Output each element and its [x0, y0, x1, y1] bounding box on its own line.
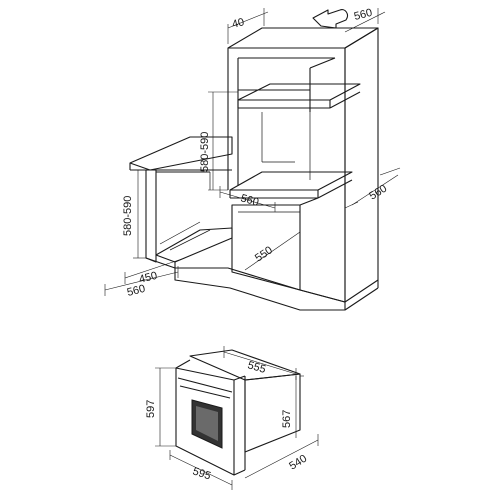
dim-tall-niche-height: 580-590	[199, 132, 211, 172]
dim-oven-body-depth: 540	[287, 453, 309, 473]
under-dimension-lines	[104, 169, 186, 296]
dim-under-cabinet-width: 560	[126, 283, 147, 299]
tall-upper-shelf	[237, 83, 361, 101]
dim-tall-depth-side: 560	[367, 183, 389, 203]
tall-cabinet-side	[344, 27, 379, 303]
oven-dimension-lines	[155, 346, 319, 490]
dim-tall-depth-top: 560	[353, 7, 374, 23]
dim-vent-gap-top: 40	[231, 16, 246, 31]
dim-tall-niche-depth: 550	[253, 244, 275, 264]
tall-cabinet-top	[227, 27, 379, 49]
tall-dimension-lines	[208, 8, 401, 271]
tall-lower-shelf	[229, 171, 353, 191]
tall-plinth	[174, 267, 346, 311]
tall-cabinet	[174, 27, 379, 311]
left-side-panel	[145, 169, 157, 263]
ventilation-arrow-icon	[312, 9, 348, 29]
under-counter-cabinet	[129, 136, 233, 269]
niche-floor	[155, 227, 233, 263]
worktop	[129, 136, 233, 171]
oven-window-glass	[196, 406, 218, 441]
dim-oven-body-height: 567	[281, 410, 293, 428]
dim-under-niche-width: 450	[138, 270, 159, 286]
dim-oven-front-height: 597	[145, 400, 157, 418]
dim-under-niche-height: 580-590	[122, 196, 134, 236]
dim-oven-front-width: 595	[191, 465, 212, 482]
dim-oven-body-width: 555	[246, 359, 267, 376]
dim-tall-niche-width: 560	[239, 192, 260, 209]
oven	[175, 349, 301, 476]
